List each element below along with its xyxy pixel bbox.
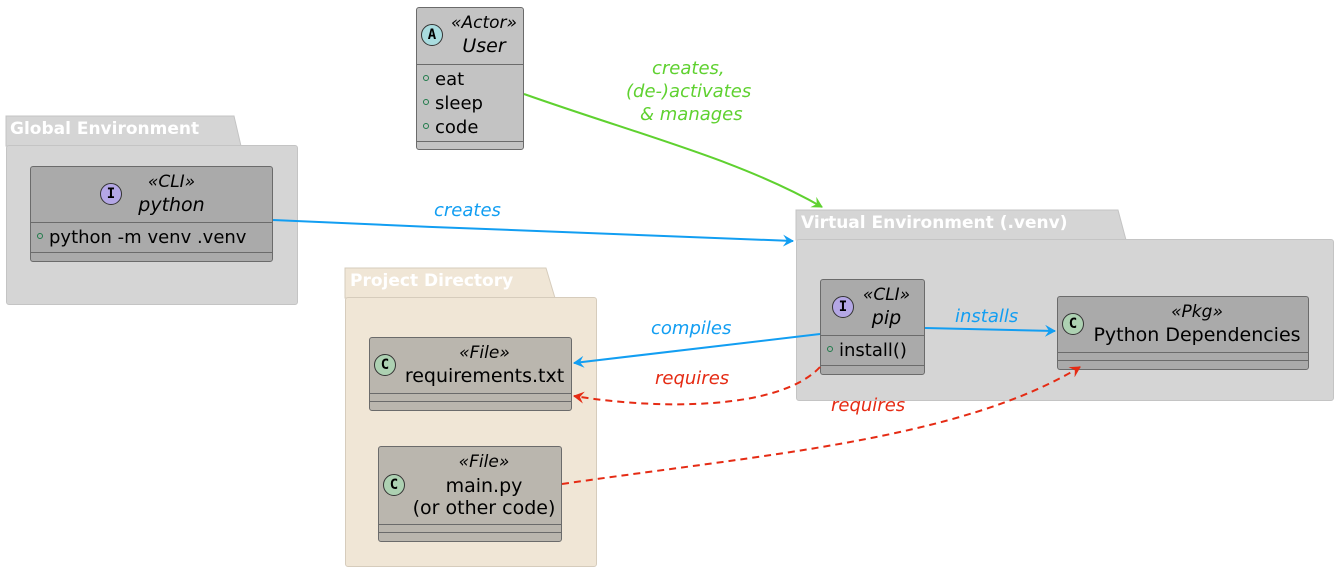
user-actor-class[interactable]: A «Actor» User eat sleep code — [416, 7, 524, 150]
python-venv-label: creates — [434, 200, 501, 221]
user-member-code: code — [423, 117, 478, 138]
main-name-line1: main.py — [445, 475, 523, 497]
virtual-environment-title: Virtual Environment (.venv) — [801, 213, 1068, 233]
interface-badge-icon: I — [832, 296, 854, 318]
pip-member-install: install() — [827, 340, 907, 361]
python-name: python — [138, 194, 205, 216]
actor-badge-icon: A — [421, 24, 443, 46]
public-visibility-icon — [827, 346, 833, 352]
pip-deps-label: installs — [955, 306, 1019, 327]
class-badge-icon: C — [374, 354, 396, 376]
python-stereotype: «CLI» — [147, 172, 196, 192]
public-visibility-icon — [423, 99, 429, 105]
requirements-stereotype: «File» — [459, 343, 510, 363]
public-visibility-icon — [423, 123, 429, 129]
pip-requires-label: requires — [655, 368, 730, 389]
main-stereotype: «File» — [458, 452, 510, 472]
user-venv-label-line2: (de-)activates — [626, 81, 752, 102]
user-venv-label-line1: creates, — [652, 58, 725, 79]
user-venv-label-line3: & manages — [640, 104, 743, 125]
user-name: User — [462, 35, 506, 57]
class-badge-icon: C — [383, 474, 405, 496]
python-cli-class[interactable]: I «CLI» python python -m venv .venv — [30, 166, 273, 262]
class-badge-icon: C — [1062, 313, 1084, 335]
interface-badge-icon: I — [100, 183, 122, 205]
deps-name: Python Dependencies — [1093, 324, 1301, 346]
pip-name: pip — [871, 307, 902, 329]
python-member-venv: python -m venv .venv — [37, 227, 246, 248]
pip-requirements-label: compiles — [651, 318, 732, 339]
user-member-eat: eat — [423, 69, 464, 90]
requirements-name: requirements.txt — [404, 365, 565, 387]
user-member-sleep: sleep — [423, 93, 483, 114]
main-name-line2: (or other code) — [412, 497, 556, 519]
public-visibility-icon — [37, 233, 43, 239]
python-to-venv-arrow — [272, 219, 794, 247]
main-requires-label: requires — [831, 395, 906, 416]
python-dependencies-class[interactable]: C «Pkg» Python Dependencies — [1057, 296, 1309, 370]
global-environment-title: Global Environment — [10, 119, 200, 139]
main-file-class[interactable]: C «File» main.py (or other code) — [378, 446, 562, 542]
pip-stereotype: «CLI» — [862, 285, 911, 305]
public-visibility-icon — [423, 75, 429, 81]
user-stereotype: «Actor» — [450, 13, 518, 33]
deps-stereotype: «Pkg» — [1171, 302, 1223, 322]
requirements-file-class[interactable]: C «File» requirements.txt — [369, 337, 572, 411]
pip-cli-class[interactable]: I «CLI» pip install() — [820, 279, 925, 375]
project-directory-title: Project Directory — [350, 271, 514, 291]
